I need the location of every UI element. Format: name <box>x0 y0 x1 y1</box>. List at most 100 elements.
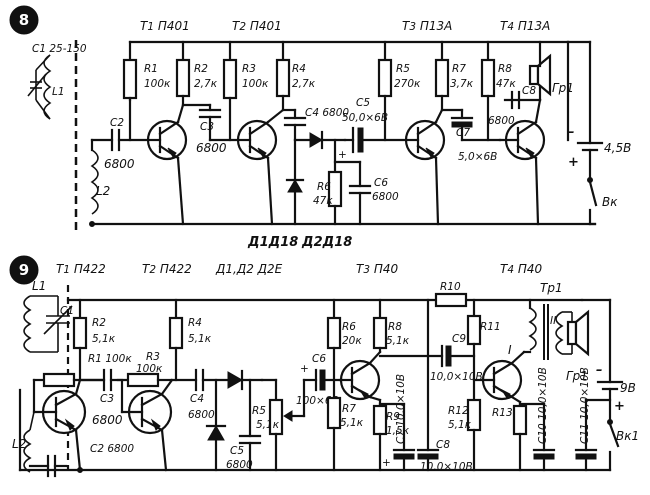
label-d1: Д1Д18 <box>247 235 298 250</box>
label-t2: T2 П422 <box>142 262 192 276</box>
label-l2: L2 <box>96 184 110 198</box>
c5-plus-sign: + <box>338 149 347 161</box>
resistor-r2 <box>72 316 88 350</box>
label-c7: C7 10,0×10В <box>395 374 407 444</box>
label-r8-value: 5,1к <box>386 335 410 347</box>
label-r3-value: 100к <box>242 78 269 90</box>
label-r9: R9 <box>386 411 400 423</box>
label-c4: C4 6800 <box>305 107 349 119</box>
label-battery: 9В <box>620 381 636 395</box>
label-t4: T4 П40 <box>500 262 543 276</box>
transistor-t1 <box>32 378 87 472</box>
resistor-r8 <box>480 58 496 98</box>
c7-plus-sign: + <box>382 457 391 469</box>
label-c3-value: 6800 <box>196 141 227 155</box>
resistor-r8 <box>372 316 388 350</box>
resistor-r1 <box>42 372 76 388</box>
label-r5-value: 270к <box>394 78 421 90</box>
figure-8: 8 C1 25-150 L1 L2 T1 П401 T2 П401 T3 П13… <box>9 5 631 250</box>
label-switch: Вк1 <box>616 429 639 443</box>
label-t4: T4 П13А <box>500 19 550 33</box>
label-c4: C4 <box>190 393 204 405</box>
resistor-r9 <box>372 404 388 436</box>
resistor-r7 <box>326 396 342 430</box>
label-r1: R1 100к <box>88 353 132 365</box>
label-gr1: Гр1 <box>566 369 588 383</box>
input-circuit: C1 25-150 L1 L2 <box>27 40 110 232</box>
resistor-r3 <box>126 372 160 388</box>
label-c7-value: 5,0×6В <box>458 151 497 163</box>
label-l1: L1 <box>52 86 65 98</box>
resistor-r11 <box>466 314 482 346</box>
label-r5: R5 <box>396 63 410 75</box>
label-switch: Вк <box>602 195 618 209</box>
transistor-t3 <box>404 108 446 226</box>
label-r4: R4 <box>292 63 306 75</box>
transformer-secondary <box>555 311 564 355</box>
label-l2: L2 <box>12 437 26 451</box>
label-c2: C2 <box>110 117 124 129</box>
figure-8-number: 8 <box>19 11 29 29</box>
label-r11: R11 <box>480 321 501 333</box>
label-r5-value: 5,1к <box>256 419 280 431</box>
c6-plus-sign: + <box>300 363 309 375</box>
resistor-r10 <box>434 292 468 308</box>
resistor-r1 <box>122 58 138 100</box>
label-c5-value: 50,0×6В <box>342 112 388 124</box>
label-r7: R7 <box>342 403 356 415</box>
emitter-arrow-icon <box>525 147 535 158</box>
label-d2: Д2Д18 <box>301 235 352 250</box>
label-r6-value: 20к <box>342 335 362 347</box>
speaker-gr1 <box>528 64 540 86</box>
emitter-arrow-icon <box>167 147 177 158</box>
label-r13: R13 <box>492 407 513 419</box>
battery-minus-sign: – <box>596 363 603 378</box>
label-c3: C3 <box>100 393 114 405</box>
label-r8: R8 <box>498 63 512 75</box>
emitter-arrow-icon <box>257 147 267 158</box>
label-r12-value: 5,1к <box>448 419 472 431</box>
transformer-primary <box>528 307 537 351</box>
label-c5: C5 <box>356 97 370 109</box>
resistor-r13 <box>512 404 528 436</box>
figure-8-badge <box>9 5 39 35</box>
label-c6-value: 6800 <box>372 191 399 203</box>
label-t1: T1 П401 <box>140 19 190 33</box>
coil-l2 <box>90 149 99 215</box>
label-r2-value: 2,7к <box>194 78 218 90</box>
label-r1: R1 <box>144 63 158 75</box>
label-r4: R4 <box>188 317 202 329</box>
label-r8: R8 <box>388 321 402 333</box>
label-t1: T1 П422 <box>56 262 106 276</box>
transistor-t4 <box>498 98 546 226</box>
resistor-r5 <box>377 58 393 98</box>
label-r3: R3 <box>146 351 160 363</box>
label-c8-value: 6800 <box>488 115 515 127</box>
speaker-icon <box>574 309 590 357</box>
resistor-r3 <box>222 58 238 100</box>
label-c9-value: 10,0×10В <box>430 371 483 383</box>
figure-9-number: 9 <box>19 261 29 279</box>
variable-capacitor-arrow-icon <box>27 73 47 97</box>
label-r2: R2 <box>92 317 106 329</box>
label-t2: T2 П401 <box>232 19 282 33</box>
diode-d2 <box>287 179 303 193</box>
emitter-arrow-icon <box>500 388 511 399</box>
label-r1-value: 100к <box>144 78 171 90</box>
label-r5: R5 <box>252 405 266 417</box>
wiper-arrow-icon <box>283 410 293 422</box>
resistor-r6 <box>326 316 342 350</box>
speaker-gr1 <box>566 320 578 346</box>
label-r6: R6 <box>342 321 356 333</box>
label-battery: 4,5В <box>604 141 631 155</box>
label-c4-value: 6800 <box>188 409 215 421</box>
emitter-arrow-icon <box>358 388 369 399</box>
label-r6-value: 47к <box>313 195 333 207</box>
label-t3: T3 П13А <box>402 19 452 33</box>
label-c9: C9 <box>452 333 466 345</box>
label-r7: R7 <box>452 63 466 75</box>
label-c7: C7 <box>456 127 470 139</box>
label-c2-value: 6800 <box>104 157 135 171</box>
